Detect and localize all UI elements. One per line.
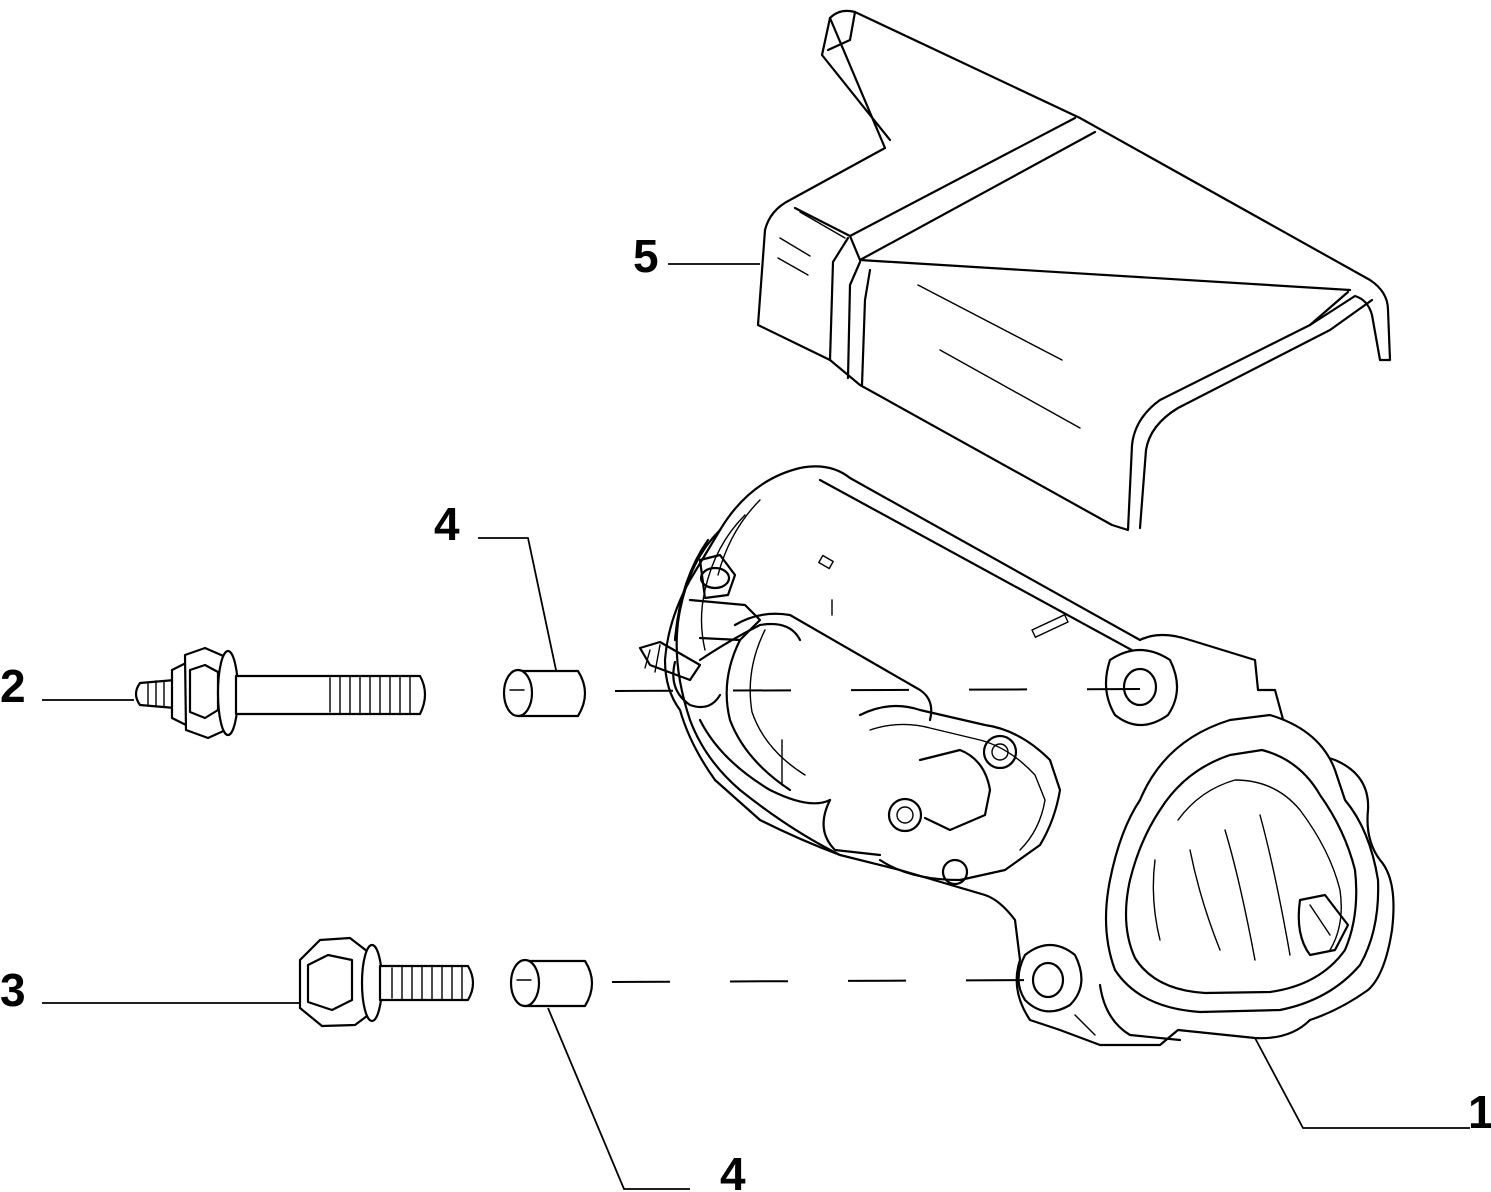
flange-bolt	[298, 936, 475, 1028]
leader-line-4a	[478, 537, 557, 671]
bushing-lower	[509, 958, 594, 1008]
stud-bolt	[134, 646, 427, 740]
bushing-upper	[502, 668, 587, 718]
callout-4-upper: 4	[434, 498, 460, 550]
callout-2: 2	[0, 660, 26, 712]
leader-line-1	[1254, 1037, 1470, 1129]
callout-5: 5	[633, 230, 659, 282]
callout-3: 3	[0, 964, 26, 1016]
leader-line-4b	[547, 1007, 690, 1190]
starter-motor	[638, 465, 1395, 1047]
heat-shield-cover	[756, 9, 1392, 532]
callout-1: 1	[1468, 1086, 1491, 1138]
axis-line-upper	[614, 688, 1141, 692]
callout-4-lower: 4	[720, 1148, 746, 1192]
axis-line-lower	[611, 979, 1049, 983]
